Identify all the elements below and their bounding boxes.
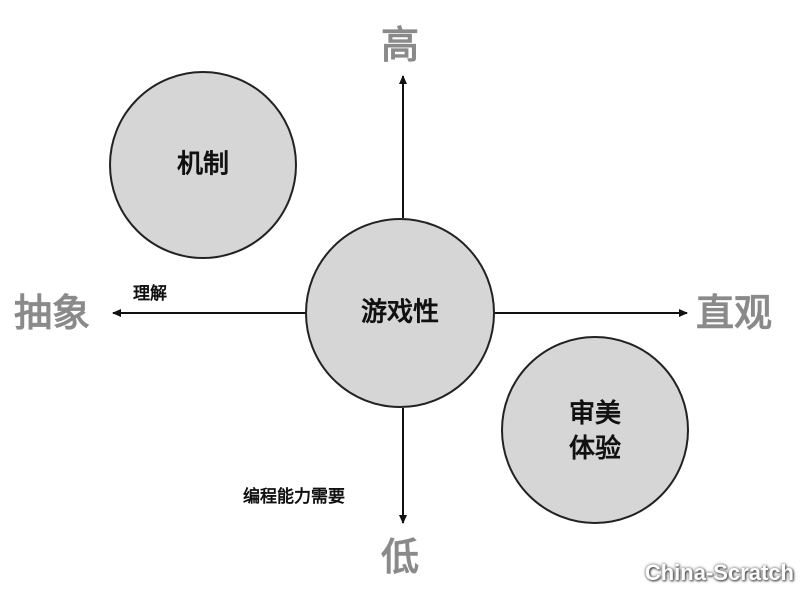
axis-label-right: 直观	[696, 291, 773, 335]
watermark: China-Scratch	[644, 560, 794, 585]
label-aesthetic-line2: 体验	[568, 434, 622, 464]
mechanism-circle	[109, 71, 297, 259]
center-circle	[305, 218, 495, 408]
label-mechanism: 机制	[176, 149, 230, 180]
aesthetic-circle	[501, 336, 689, 524]
axis-label-bottom: 低	[381, 535, 420, 579]
label-aesthetic: 审美 体验	[569, 397, 621, 467]
annotation-understanding: 理解	[133, 284, 167, 304]
axis-label-top: 高	[381, 23, 420, 67]
label-center: 游戏性	[360, 297, 440, 328]
annotation-programming-need: 编程能力需要	[243, 487, 345, 507]
label-aesthetic-line1: 审美	[568, 398, 622, 429]
axis-label-left: 抽象	[14, 291, 91, 335]
